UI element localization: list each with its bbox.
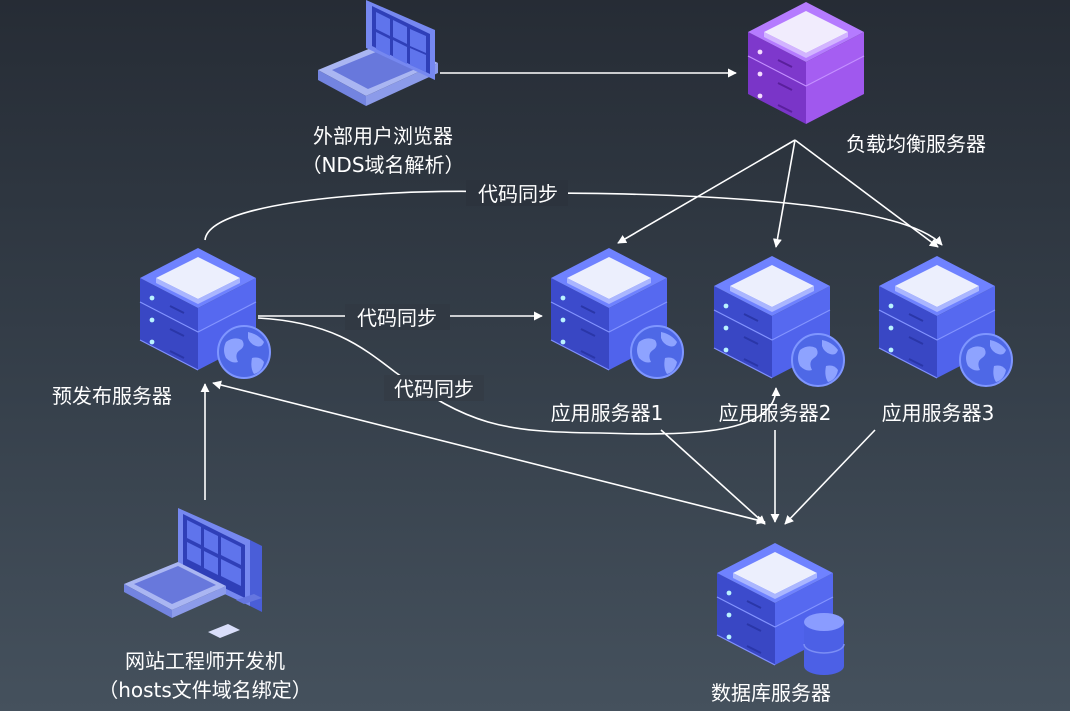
- edge-label-bg: [384, 375, 484, 401]
- pre-release-label: 预发布服务器: [52, 384, 172, 408]
- edge-sync-to-app2: [257, 317, 781, 435]
- globe-icon: [791, 333, 845, 387]
- globe-icon: [217, 325, 271, 379]
- laptop-icon: [318, 0, 438, 106]
- edge-lb-to-app2: [772, 139, 796, 248]
- edge-lb-to-app3: [794, 139, 939, 248]
- edge-label-bg: [345, 304, 450, 330]
- developer-label: 网站工程师开发机: [125, 649, 285, 673]
- browser-sublabel: （NDS域名解析）: [301, 153, 464, 177]
- globe-icon: [630, 325, 684, 379]
- app-server-1-label: 应用服务器1: [551, 401, 664, 425]
- globe-icon: [959, 333, 1013, 387]
- edge-app1-to-database: [660, 429, 766, 525]
- load-balancer-server-icon: [747, 1, 865, 125]
- edge-app3-to-database: [784, 429, 876, 525]
- edge-sync-to-app3: [204, 190, 943, 246]
- developer-sublabel: （hosts文件域名绑定）: [98, 678, 312, 702]
- edge-label-sync-low: 代码同步: [394, 377, 474, 401]
- workstation-icon: [124, 508, 262, 638]
- edge-label-sync-mid: 代码同步: [357, 306, 437, 330]
- database-cylinder-icon: [803, 613, 845, 675]
- edge-label-bg: [466, 180, 568, 206]
- browser-label: 外部用户浏览器: [313, 124, 453, 148]
- app-server-2-label: 应用服务器2: [719, 401, 832, 425]
- edge-prerelease-to-database: [212, 380, 766, 525]
- app-server-3-label: 应用服务器3: [882, 401, 995, 425]
- load-balancer-label: 负载均衡服务器: [846, 132, 986, 156]
- database-label: 数据库服务器: [711, 681, 831, 705]
- edge-label-sync-top: 代码同步: [478, 182, 558, 206]
- edge-lb-to-app1: [617, 139, 796, 244]
